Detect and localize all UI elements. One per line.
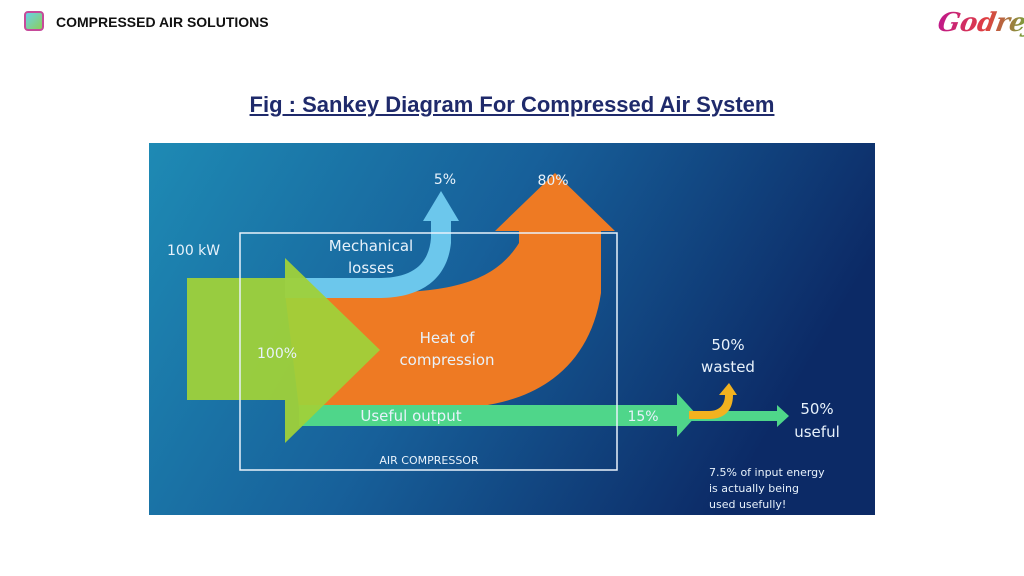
godrej-logo: Godrej bbox=[935, 8, 1024, 38]
mechanical-losses-label-line2: losses bbox=[348, 259, 394, 277]
air-compressor-label: AIR COMPRESSOR bbox=[379, 454, 479, 467]
useful-label: useful bbox=[794, 423, 840, 441]
input-percent: 100% bbox=[257, 346, 297, 362]
useful-final-arrow bbox=[689, 405, 789, 427]
note-line3: used usefully! bbox=[709, 498, 786, 511]
input-flow bbox=[187, 258, 380, 443]
note-line1: 7.5% of input energy bbox=[709, 466, 825, 479]
input-label: 100 kW bbox=[167, 243, 220, 259]
mechanical-losses-flow bbox=[285, 191, 459, 298]
page-title: Fig : Sankey Diagram For Compressed Air … bbox=[0, 92, 1024, 118]
useful-percent: 50% bbox=[800, 400, 833, 418]
mechanical-losses-percent: 5% bbox=[434, 172, 456, 188]
heat-label-line1: Heat of bbox=[420, 329, 476, 347]
heat-label-line2: compression bbox=[399, 351, 494, 369]
useful-output-percent: 15% bbox=[627, 409, 658, 425]
mechanical-losses-label-line1: Mechanical bbox=[329, 237, 413, 255]
brand-name: COMPRESSED AIR SOLUTIONS bbox=[56, 14, 269, 30]
note-line2: is actually being bbox=[709, 482, 799, 495]
brand-logo-icon bbox=[24, 11, 44, 31]
air-compressor-box bbox=[239, 232, 618, 471]
wasted-label: wasted bbox=[701, 358, 755, 376]
wasted-flow bbox=[689, 383, 737, 419]
title-text: Fig : Sankey Diagram For Compressed Air … bbox=[249, 92, 775, 117]
useful-output-flow bbox=[299, 393, 697, 437]
useful-output-label: Useful output bbox=[360, 407, 461, 425]
sankey-diagram: 100 kW 100% Mechanical losses 5% 80% Hea… bbox=[149, 143, 875, 515]
heat-percent: 80% bbox=[537, 173, 568, 189]
wasted-percent: 50% bbox=[711, 336, 744, 354]
